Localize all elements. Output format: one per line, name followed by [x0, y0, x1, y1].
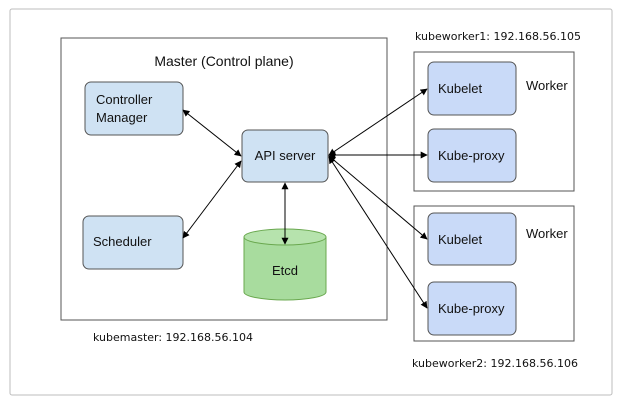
controller-manager-label-line2: Manager [96, 110, 148, 125]
arrow-api-server-worker2-kube-proxy [328, 156, 428, 309]
arrow-scheduler-api-server [182, 160, 242, 239]
worker1-kubelet-label: Kubelet [438, 81, 482, 96]
kubeworker1-host-label: kubeworker1: 192.168.56.105 [415, 30, 581, 43]
worker2-kubelet-label: Kubelet [438, 232, 482, 247]
worker1-kube-proxy-label: Kube-proxy [438, 148, 505, 163]
scheduler-label: Scheduler [93, 234, 152, 249]
worker2-kube-proxy-box [427, 281, 517, 336]
master-box [60, 37, 388, 321]
etcd-cylinder [243, 228, 327, 301]
controller-manager-label-line1: Controller [96, 92, 153, 107]
worker1-kubelet-box [427, 61, 517, 116]
worker2-kubelet-box [427, 212, 517, 266]
etcd-label: Etcd [272, 263, 298, 278]
kubemaster-host-label: kubemaster: 192.168.56.104 [93, 331, 253, 344]
worker1-title: Worker [526, 78, 568, 93]
scheduler-box [82, 215, 184, 270]
worker2-kube-proxy-label: Kube-proxy [438, 301, 505, 316]
connectors [182, 88, 428, 309]
arrow-api-server-worker1-kubelet [328, 88, 428, 156]
arrow-controller-manager-api-server [182, 109, 242, 157]
api-server-label: API server [255, 148, 316, 163]
worker1-kube-proxy-box [427, 128, 517, 183]
worker2-title: Worker [526, 226, 568, 241]
controller-manager-box [84, 81, 184, 136]
api-server-box [241, 129, 329, 183]
kubeworker2-host-label: kubeworker2: 192.168.56.106 [412, 357, 578, 370]
master-title: Master (Control plane) [154, 53, 293, 69]
